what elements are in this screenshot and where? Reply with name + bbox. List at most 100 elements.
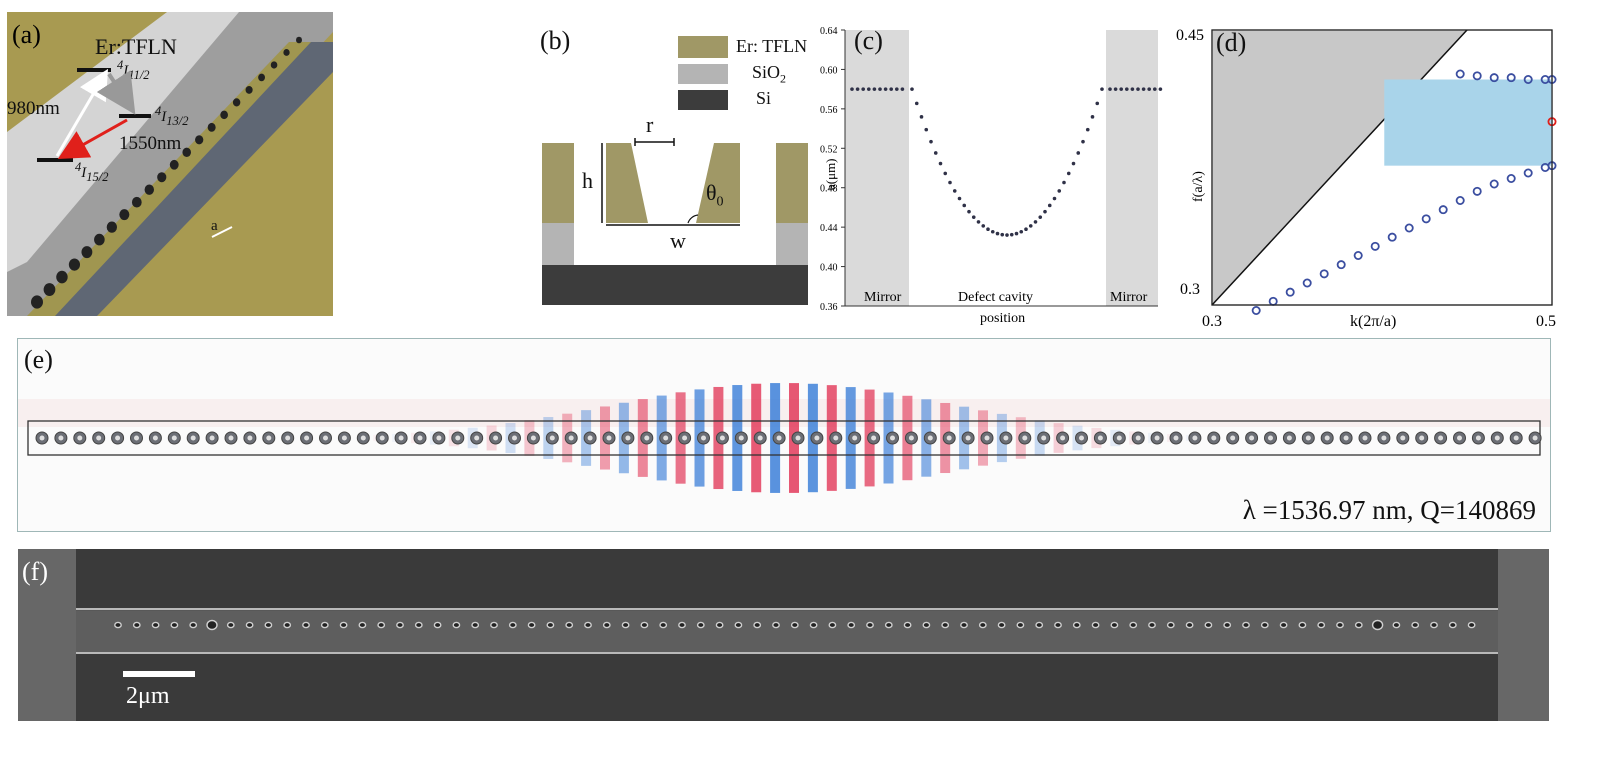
sem-hole xyxy=(1166,621,1175,629)
emission-wavelength: 1550nm xyxy=(119,133,182,154)
data-point xyxy=(1153,87,1157,91)
panel-label: (a) xyxy=(12,20,41,49)
panel-d: 0.45 0.3 0.3 0.5 k(2π/a) f(a/λ) (d) xyxy=(1172,22,1567,332)
hole-center xyxy=(1192,435,1198,441)
y-tick-label: 0.64 xyxy=(820,26,838,37)
region-label-mirror-right: Mirror xyxy=(1110,290,1148,305)
sem-hole xyxy=(1072,621,1081,629)
data-point xyxy=(1019,229,1024,234)
band-diagram: 0.45 0.3 0.3 0.5 k(2π/a) f(a/λ) xyxy=(1176,27,1557,330)
hole-center xyxy=(1381,435,1387,441)
sem-hole xyxy=(790,621,799,629)
sem-hole xyxy=(264,621,273,629)
sem-hole xyxy=(1317,621,1326,629)
light-line xyxy=(1211,29,1468,306)
hole-center xyxy=(1324,435,1330,441)
cross-section-drawing xyxy=(542,138,808,305)
sem-hole xyxy=(978,621,987,629)
hole-center xyxy=(1211,435,1217,441)
level-ground-label: 4I15/2 xyxy=(75,160,109,184)
hole-center xyxy=(1116,435,1122,441)
sem-hole xyxy=(1204,621,1213,629)
sem-hole xyxy=(1430,621,1438,629)
photonic-hole xyxy=(270,61,278,69)
sem-hole xyxy=(1392,621,1401,629)
data-point xyxy=(1158,87,1163,91)
sem-hole xyxy=(584,621,592,629)
band-point xyxy=(1353,250,1363,260)
hole-center xyxy=(663,435,669,441)
band-point xyxy=(1251,305,1261,315)
band-point xyxy=(1489,73,1499,83)
scale-bar-label: 2μm xyxy=(126,683,170,709)
y-tick-label: 0.52 xyxy=(820,144,838,155)
sem-hole xyxy=(903,621,912,629)
data-point xyxy=(995,231,1000,236)
photonic-hole xyxy=(68,258,80,271)
sem-hole xyxy=(452,621,461,629)
hole-center xyxy=(606,435,612,441)
photonic-hole xyxy=(232,98,241,107)
photonic-hole xyxy=(296,36,302,44)
sem-hole xyxy=(302,621,310,629)
data-point xyxy=(962,203,967,208)
data-point xyxy=(878,87,882,91)
data-point xyxy=(1119,87,1123,91)
hole-center xyxy=(379,435,385,441)
sem-hole xyxy=(151,621,160,629)
data-point xyxy=(948,180,952,185)
legend-swatch-si xyxy=(678,90,728,110)
sem-image xyxy=(18,549,1549,721)
data-point xyxy=(889,87,893,91)
hole-center xyxy=(1343,435,1349,441)
sem-hole xyxy=(659,621,668,629)
hole-center xyxy=(1268,435,1273,441)
data-point xyxy=(872,87,877,91)
y-axis-label: a(μm) xyxy=(823,158,838,190)
hole-center xyxy=(134,435,139,441)
panel-label: (b) xyxy=(540,26,571,55)
y-tick-label: 0.44 xyxy=(820,223,838,234)
data-point xyxy=(1052,196,1057,201)
legend-swatch-tfln xyxy=(678,36,728,58)
hole-center xyxy=(228,435,234,441)
hole-center xyxy=(1060,435,1066,441)
sem-hole xyxy=(922,621,931,629)
sem-hole xyxy=(960,621,968,629)
sem-hole xyxy=(884,621,893,629)
hole-center xyxy=(927,435,933,441)
photonic-hole xyxy=(94,233,105,246)
band-point xyxy=(1455,69,1465,79)
data-point xyxy=(883,87,888,91)
photonic-hole xyxy=(245,85,253,94)
band-point xyxy=(1523,168,1533,178)
hole-center xyxy=(341,435,347,441)
photonic-hole xyxy=(31,295,43,309)
sem-hole xyxy=(696,621,705,629)
hole-center xyxy=(266,435,272,441)
mode-field-map xyxy=(18,383,1550,493)
hole-center xyxy=(1154,435,1160,441)
hole-center xyxy=(360,435,366,441)
sem-hole xyxy=(1371,619,1384,631)
sem-hole xyxy=(621,621,630,629)
data-point xyxy=(1043,209,1047,214)
hole-center xyxy=(436,435,442,441)
scale-bar xyxy=(123,671,195,677)
sem-hole xyxy=(490,621,498,629)
sem-hole xyxy=(226,621,235,629)
band-point xyxy=(1421,214,1431,224)
hole-center xyxy=(115,435,121,441)
sem-hole xyxy=(715,621,724,629)
sem-hole xyxy=(1242,621,1250,629)
data-point xyxy=(957,196,962,201)
data-point xyxy=(1033,220,1038,224)
region-label-defect: Defect cavity xyxy=(958,290,1033,305)
y-tick-label: 0.48 xyxy=(820,184,838,195)
hole-center xyxy=(1249,435,1255,441)
sem-hole xyxy=(1336,621,1344,629)
data-point xyxy=(1090,115,1095,119)
hole-center xyxy=(1513,435,1519,441)
light-cone xyxy=(1212,30,1552,305)
hole-center xyxy=(1438,435,1444,441)
